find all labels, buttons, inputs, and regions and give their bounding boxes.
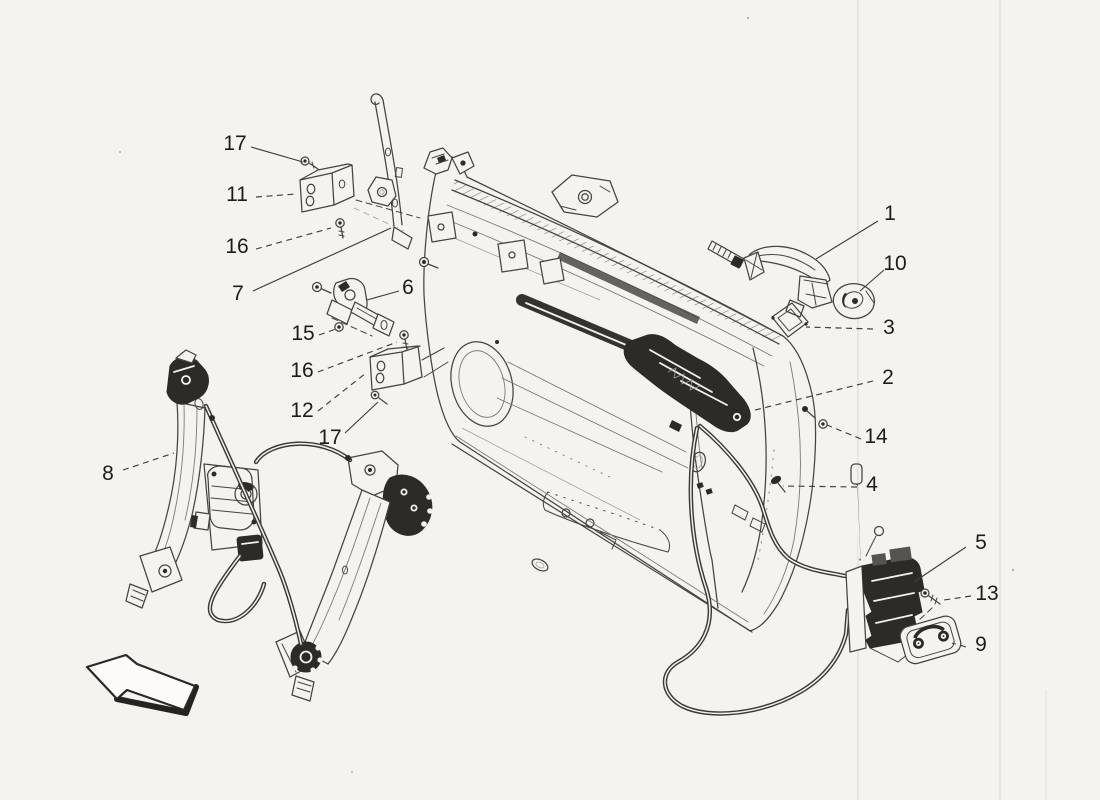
- striker-plate: [899, 615, 962, 665]
- regulator-bottom-spool: [275, 630, 323, 702]
- callout-1: 1: [884, 202, 896, 225]
- callout-17-upper: 17: [223, 132, 246, 155]
- hinge-screw-16a: [335, 218, 345, 239]
- hinge-screw-17b: [370, 390, 388, 405]
- paper-specks: [119, 16, 1015, 773]
- hinge-screw-16b: [399, 330, 409, 351]
- grommet-screw-14: [802, 406, 828, 429]
- callout-13: 13: [975, 582, 998, 605]
- lower-hinge: [369, 345, 449, 391]
- callouts: 17 11 16 7 6 15 16 12 17 8 1 10 3 2 14 4…: [102, 132, 999, 656]
- handle-gasket: [771, 302, 809, 338]
- window-frame-clamp: [423, 147, 475, 175]
- door-lock-module: [516, 294, 751, 433]
- callout-2: 2: [882, 366, 894, 389]
- callout-14: 14: [864, 425, 888, 448]
- window-guide-rail: [370, 93, 413, 250]
- edge-bolt: [418, 256, 439, 269]
- hinge-screw-17a: [300, 156, 319, 170]
- trim-clip-4: [770, 475, 786, 493]
- latch-screw-13: [916, 588, 941, 623]
- callout-6: 6: [402, 276, 414, 299]
- callout-4: 4: [866, 473, 878, 496]
- callout-17-lower: 17: [318, 426, 341, 449]
- callout-12: 12: [290, 399, 313, 422]
- door-panel: [418, 147, 817, 633]
- callout-16-lower: 16: [290, 359, 313, 382]
- handle-cap: [832, 283, 875, 320]
- rail-side-bracket: [367, 176, 397, 207]
- callout-11: 11: [226, 183, 248, 206]
- callout-15: 15: [291, 322, 314, 345]
- callout-9: 9: [975, 633, 987, 656]
- rail-top-bracket: [551, 174, 619, 218]
- upper-hinge: [299, 163, 421, 232]
- callout-10: 10: [883, 252, 906, 275]
- callout-5: 5: [975, 531, 987, 554]
- callout-7: 7: [232, 282, 244, 305]
- lock-cables: [662, 423, 851, 716]
- callout-8: 8: [102, 462, 114, 485]
- regulator-right-top: [347, 450, 433, 536]
- direction-arrow-icon: [85, 653, 199, 716]
- callout-3: 3: [883, 316, 895, 339]
- leader-lines: [122, 146, 972, 648]
- door-check-strap: [311, 277, 395, 337]
- callout-16-upper: 16: [225, 235, 248, 258]
- exterior-door-handle: [707, 240, 833, 318]
- window-regulator: [125, 349, 433, 702]
- scan-fold-lines: [857, 0, 1047, 800]
- lock-rod: [850, 463, 885, 561]
